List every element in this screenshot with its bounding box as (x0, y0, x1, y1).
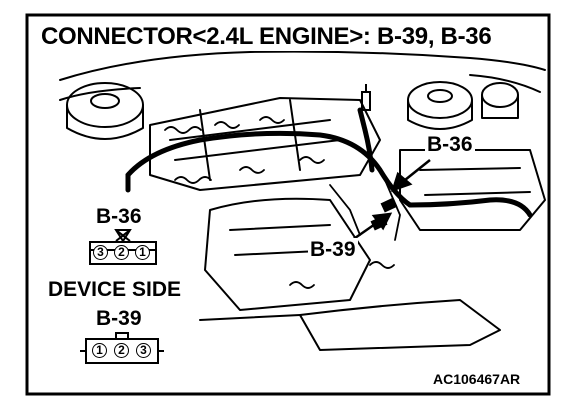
b39-pin: 1 (92, 343, 107, 358)
wire-harness (125, 107, 533, 218)
b36-pin: 2 (114, 245, 129, 260)
callout-label-b39: B-39 (308, 238, 358, 262)
callout-label-b36: B-36 (425, 133, 475, 157)
b36-pin: 1 (135, 245, 150, 260)
device-side-label: DEVICE SIDE (48, 278, 182, 301)
wire-details (164, 116, 401, 289)
b39-pin: 2 (114, 343, 129, 358)
figure-id: AC106467AR (433, 371, 521, 387)
sensor-part (361, 84, 371, 111)
connector-b36-label: B-36 (96, 205, 142, 228)
b36-pin: 3 (93, 245, 108, 260)
diagram-border (25, 13, 551, 396)
callout-arrow-b36 (391, 159, 431, 193)
connector-b39-label: B-39 (96, 307, 142, 330)
b39-pin: 3 (136, 343, 151, 358)
diagram-title: CONNECTOR<2.4L ENGINE>: B-39, B-36 (38, 23, 495, 51)
